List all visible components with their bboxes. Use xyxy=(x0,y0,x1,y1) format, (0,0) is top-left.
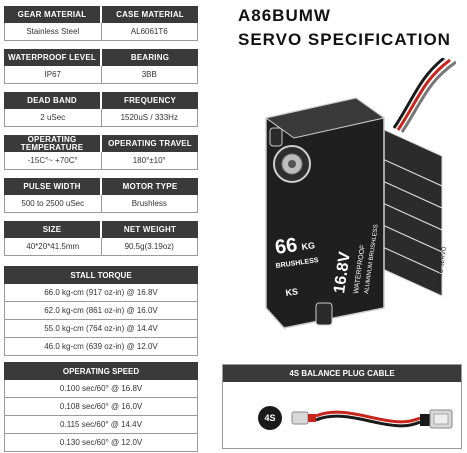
table-row: 62.0 kg-cm (861 oz-in) @ 16.0V xyxy=(4,302,198,320)
spec-value: 2 uSec xyxy=(40,113,66,122)
servo-voltage-label: 16.8V xyxy=(331,250,354,294)
cable-panel: 4S BALANCE PLUG CABLE xyxy=(222,364,462,449)
table-row: 46.0 kg-cm (639 oz-in) @ 12.0V xyxy=(4,338,198,356)
page-title: SERVO SPECIFICATION xyxy=(238,30,451,49)
spec-value: 3BB xyxy=(100,66,198,83)
spec-value: AL6061T6 xyxy=(100,23,198,40)
servo-logo: KS xyxy=(285,286,299,298)
spec-value: 180°±10° xyxy=(100,152,198,169)
spec-label: CASE MATERIAL xyxy=(100,6,198,23)
spec-label: SIZE xyxy=(4,221,100,238)
spec-label: MOTOR TYPE xyxy=(100,178,198,195)
spec-value: 500 to 2500 uSec xyxy=(21,199,85,208)
spec-value: -15C°~ +70C° xyxy=(27,156,78,165)
table-row: 0.130 sec/60° @ 12.0V xyxy=(4,434,198,452)
spec-label: OPERATING TEMPERATURE xyxy=(4,135,100,152)
servo-torque-label: 66 xyxy=(274,234,299,259)
spec-label: FREQUENCY xyxy=(100,92,198,109)
servo-image: 66 KG BRUSHLESS 16.8V WATERPROOF ALUMINU… xyxy=(264,58,456,329)
table-row: 0.100 sec/60° @ 16.8V xyxy=(4,380,198,398)
spec-label: DEAD BAND xyxy=(4,92,100,109)
spec-value: Brushless xyxy=(100,195,198,212)
servo-unit-label: KG xyxy=(301,240,316,252)
model-title: A86BUMW xyxy=(238,6,331,25)
spec-label: BEARING xyxy=(100,49,198,66)
cable-image xyxy=(291,409,453,429)
spec-value: 90.5g(3.19oz) xyxy=(100,238,198,255)
spec-label: PULSE WIDTH xyxy=(4,178,100,195)
spec-value: 1520uS / 333Hz xyxy=(100,109,198,126)
table-row: 66.0 kg-cm (917 oz-in) @ 16.8V xyxy=(4,284,198,302)
table-row: 55.0 kg-cm (764 oz-in) @ 14.4V xyxy=(4,320,198,338)
table-row: 0.115 sec/60° @ 14.4V xyxy=(4,416,198,434)
cable-badge: 4S xyxy=(258,406,282,430)
operating-speed-table: OPERATING SPEED 0.100 sec/60° @ 16.8V 0.… xyxy=(4,362,198,452)
spec-value: 40*20*41.5mm xyxy=(26,242,80,251)
stall-torque-table: STALL TORQUE 66.0 kg-cm (917 oz-in) @ 16… xyxy=(4,266,198,356)
spec-label: NET WEIGHT xyxy=(100,221,198,238)
stall-torque-heading: STALL TORQUE xyxy=(4,266,198,284)
operating-speed-heading: OPERATING SPEED xyxy=(4,362,198,380)
spec-label: WATERPROOF LEVEL xyxy=(4,49,100,66)
cable-heading: 4S BALANCE PLUG CABLE xyxy=(223,365,461,382)
table-row: 0.108 sec/60° @ 16.0V xyxy=(4,398,198,416)
spec-label: GEAR MATERIAL xyxy=(4,6,100,23)
spec-value: Stainless Steel xyxy=(26,27,80,36)
spec-label: OPERATING TRAVEL xyxy=(100,135,198,152)
spec-value: IP67 xyxy=(44,70,61,79)
